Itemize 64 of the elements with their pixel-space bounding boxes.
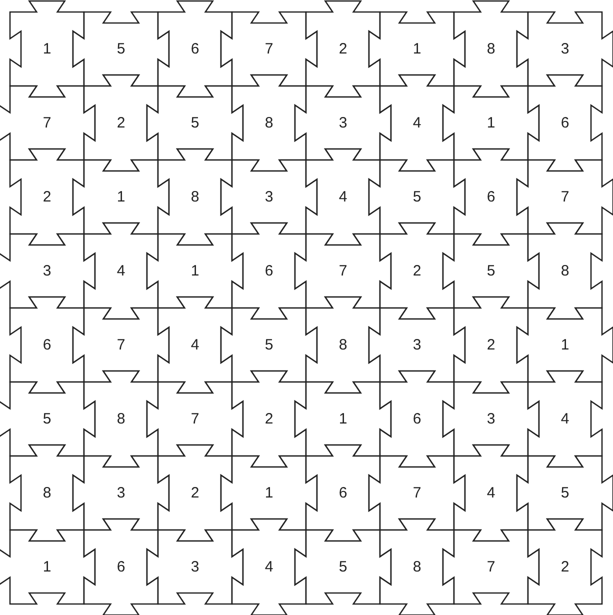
piece-number: 1 xyxy=(190,262,200,280)
piece-number: 3 xyxy=(560,40,570,58)
piece-number: 3 xyxy=(190,558,200,576)
piece-number: 8 xyxy=(338,336,348,354)
piece-number: 7 xyxy=(338,262,348,280)
piece-number: 5 xyxy=(412,188,422,206)
piece-number: 3 xyxy=(116,484,126,502)
piece-number: 8 xyxy=(560,262,570,280)
piece-number: 6 xyxy=(116,558,126,576)
piece-number: 2 xyxy=(116,114,126,132)
piece-number: 8 xyxy=(190,188,200,206)
piece-number: 1 xyxy=(116,188,126,206)
piece-number: 1 xyxy=(560,336,570,354)
piece-number: 5 xyxy=(486,262,496,280)
piece-number: 1 xyxy=(264,484,274,502)
piece-number: 3 xyxy=(264,188,274,206)
piece-number: 6 xyxy=(42,336,52,354)
piece-number: 4 xyxy=(486,484,496,502)
piece-number: 5 xyxy=(560,484,570,502)
piece-number: 2 xyxy=(338,40,348,58)
piece-number: 5 xyxy=(116,40,126,58)
piece-number: 6 xyxy=(486,188,496,206)
piece-number: 7 xyxy=(486,558,496,576)
piece-number: 2 xyxy=(190,484,200,502)
piece-number: 2 xyxy=(486,336,496,354)
piece-number: 7 xyxy=(412,484,422,502)
piece-number: 4 xyxy=(116,262,126,280)
piece-number: 8 xyxy=(42,484,52,502)
piece-number: 3 xyxy=(412,336,422,354)
piece-number: 6 xyxy=(560,114,570,132)
piece-number: 3 xyxy=(486,410,496,428)
piece-number: 8 xyxy=(264,114,274,132)
piece-number: 6 xyxy=(264,262,274,280)
piece-number: 2 xyxy=(42,188,52,206)
piece-number: 1 xyxy=(42,40,52,58)
piece-number: 7 xyxy=(560,188,570,206)
piece-number: 7 xyxy=(42,114,52,132)
piece-number: 4 xyxy=(338,188,348,206)
piece-number: 8 xyxy=(116,410,126,428)
piece-number: 8 xyxy=(486,40,496,58)
piece-number: 3 xyxy=(338,114,348,132)
piece-number: 5 xyxy=(264,336,274,354)
piece-number: 7 xyxy=(116,336,126,354)
piece-number: 6 xyxy=(338,484,348,502)
piece-number: 8 xyxy=(412,558,422,576)
piece-number: 4 xyxy=(264,558,274,576)
piece-number: 1 xyxy=(338,410,348,428)
piece-number: 7 xyxy=(190,410,200,428)
piece-number: 2 xyxy=(412,262,422,280)
piece-number: 5 xyxy=(42,410,52,428)
piece-number: 6 xyxy=(190,40,200,58)
piece-number: 2 xyxy=(560,558,570,576)
piece-number: 2 xyxy=(264,410,274,428)
piece-number: 4 xyxy=(190,336,200,354)
piece-number: 6 xyxy=(412,410,422,428)
piece-number: 4 xyxy=(412,114,422,132)
piece-number: 5 xyxy=(338,558,348,576)
piece-number: 1 xyxy=(486,114,496,132)
piece-number: 7 xyxy=(264,40,274,58)
piece-number: 3 xyxy=(42,262,52,280)
piece-number: 1 xyxy=(412,40,422,58)
piece-number: 1 xyxy=(42,558,52,576)
piece-number: 4 xyxy=(560,410,570,428)
piece-number: 5 xyxy=(190,114,200,132)
